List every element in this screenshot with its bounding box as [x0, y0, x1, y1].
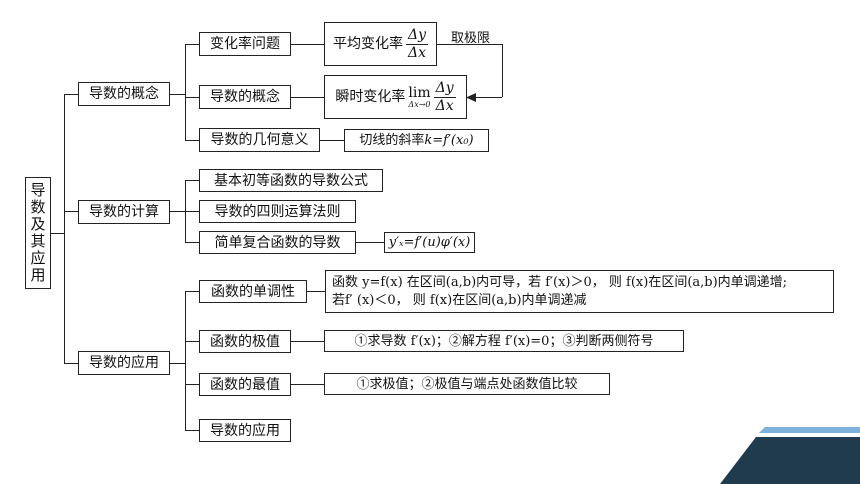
concept-node: 导数的概念	[199, 85, 291, 109]
corner-light-stripe	[759, 427, 860, 433]
concept-to-concept	[185, 97, 199, 98]
maximum-node: 函数的最值	[199, 373, 291, 396]
geometry-node: 导数的几何意义	[199, 128, 320, 152]
instantaneous-rate-denominator: Δx	[435, 97, 454, 114]
extreme-description: ①求导数 f′(x)；②解方程 f′(x)=0；③判断两侧符号	[324, 330, 684, 352]
maximum-description-text: ①求极值；②极值与端点处函数值比较	[356, 376, 578, 392]
concept-connector	[170, 94, 185, 95]
level1-app-label: 导数的应用	[89, 355, 159, 371]
level1-calc-label: 导数的计算	[89, 204, 159, 220]
usage-label: 导数的应用	[210, 422, 280, 439]
average-rate-prefix: 平均变化率	[332, 36, 403, 52]
rate-to-avg	[291, 44, 324, 45]
geometry-to-tangent	[320, 140, 344, 141]
monotonic-label: 函数的单调性	[211, 283, 295, 300]
extreme-description-text: ①求导数 f′(x)；②解方程 f′(x)=0；③判断两侧符号	[354, 333, 654, 349]
arithmetic-rules-node: 导数的四则运算法则	[199, 200, 356, 223]
take-limit-arrowhead	[466, 93, 476, 102]
average-rate-denominator: Δx	[407, 44, 426, 61]
take-limit-line-right	[502, 44, 503, 97]
root-node: 导数及其应用	[25, 177, 51, 289]
concept-to-geometry	[185, 140, 199, 141]
calc-to-basic	[185, 180, 199, 181]
arithmetic-rules-label: 导数的四则运算法则	[214, 203, 341, 220]
maximum-description: ①求极值；②极值与端点处函数值比较	[324, 373, 610, 395]
average-rate-numerator: Δy	[405, 26, 429, 45]
concept-to-inst	[291, 97, 324, 98]
level1-concept: 导数的概念	[78, 82, 170, 106]
composite-node: 简单复合函数的导数	[199, 231, 356, 254]
spine-to-calc	[64, 211, 78, 212]
calc-connector	[170, 211, 185, 212]
level1-calc: 导数的计算	[78, 200, 170, 224]
level1-app: 导数的应用	[78, 351, 170, 375]
monotonic-to-desc	[307, 291, 325, 292]
monotonic-line-1: 函数 y=f(x) 在区间(a,b)内可导，若 f′(x)＞0， 则 f(x)在…	[332, 274, 788, 290]
app-to-extreme	[185, 341, 199, 342]
limit-word: lim	[408, 84, 431, 101]
extreme-node: 函数的极值	[199, 330, 291, 353]
average-rate-fraction: Δy Δx	[405, 26, 429, 61]
composite-label: 简单复合函数的导数	[214, 234, 341, 251]
limit-notation: lim Δx→0	[408, 86, 430, 109]
maximum-label: 函数的最值	[210, 376, 280, 393]
corner-dark-block	[720, 437, 860, 484]
average-rate-node: 平均变化率 Δy Δx	[324, 22, 437, 66]
composite-to-formula	[356, 242, 384, 243]
level1-concept-label: 导数的概念	[89, 86, 159, 102]
geometry-label: 导数的几何意义	[210, 132, 309, 148]
spine-to-app	[64, 363, 78, 364]
composite-formula-node: y′ₓ=f′(u)φ′(x)	[384, 232, 475, 253]
app-connector	[170, 363, 185, 364]
root-label: 导数及其应用	[30, 181, 46, 284]
rate-problem-label: 变化率问题	[210, 36, 280, 52]
calc-to-rules	[185, 211, 199, 212]
instantaneous-rate-numerator: Δy	[433, 79, 456, 98]
root-connector	[51, 233, 64, 234]
extreme-to-desc	[291, 341, 324, 342]
take-limit-line-top	[437, 44, 502, 45]
instantaneous-rate-prefix: 瞬时变化率	[335, 89, 406, 105]
calc-to-composite	[185, 242, 199, 243]
usage-node: 导数的应用	[199, 419, 291, 442]
extreme-label: 函数的极值	[210, 333, 280, 350]
monotonic-description: 函数 y=f(x) 在区间(a,b)内可导，若 f′(x)＞0， 则 f(x)在…	[325, 270, 834, 313]
spine-to-concept	[64, 94, 78, 95]
basic-formulas-label: 基本初等函数的导数公式	[214, 172, 368, 189]
take-limit-label: 取极限	[451, 31, 491, 46]
app-to-usage	[185, 430, 199, 431]
tangent-slope-node: 切线的斜率 k=f′(x₀)	[344, 129, 489, 152]
instantaneous-rate-fraction: Δy Δx	[433, 79, 456, 114]
maximum-to-desc	[291, 384, 324, 385]
concept-node-label: 导数的概念	[210, 89, 280, 105]
corner-decoration	[720, 427, 860, 484]
take-limit-line-bottom	[474, 97, 502, 98]
tangent-formula: k=f′(x₀)	[424, 133, 474, 148]
tangent-prefix: 切线的斜率	[359, 133, 425, 148]
composite-formula: y′ₓ=f′(u)φ′(x)	[388, 235, 471, 250]
monotonic-line-2: 若f′ (x)＜0， 则 f(x)在区间(a,b)内单调递减	[332, 292, 587, 308]
root-spine	[64, 94, 65, 364]
instantaneous-rate-node: 瞬时变化率 lim Δx→0 Δy Δx	[324, 75, 467, 119]
rate-problem-node: 变化率问题	[199, 32, 291, 56]
concept-spine	[185, 44, 186, 140]
monotonic-node: 函数的单调性	[199, 280, 307, 303]
basic-formulas-node: 基本初等函数的导数公式	[199, 169, 383, 192]
app-to-maximum	[185, 384, 199, 385]
app-to-monotonic	[185, 291, 199, 292]
limit-subscript: Δx→0	[408, 99, 431, 109]
app-spine	[185, 291, 186, 430]
concept-to-rate	[185, 44, 199, 45]
